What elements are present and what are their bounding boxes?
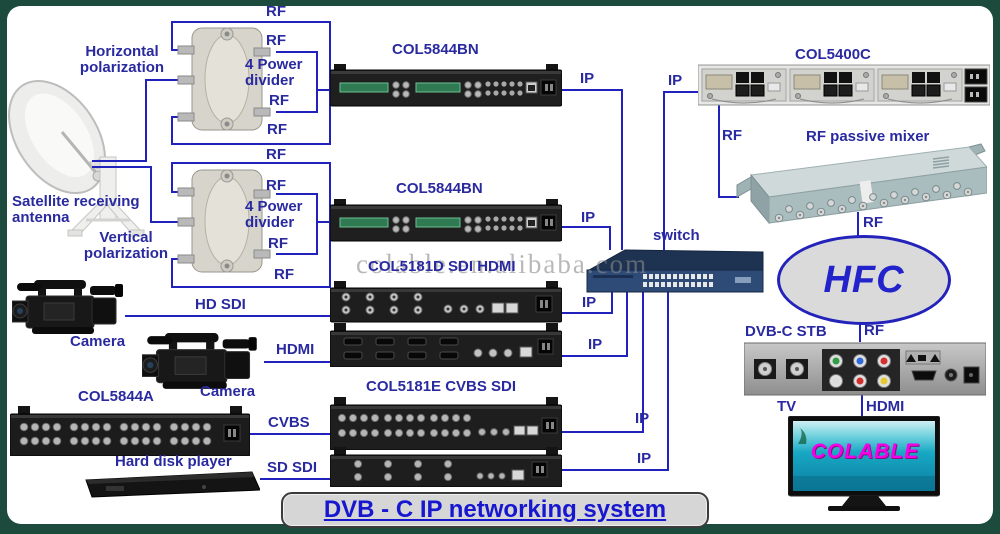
- title-banner: DVB - C IP networking system: [281, 492, 709, 528]
- rf-label-col5400c: RF: [722, 127, 742, 144]
- wire-dish-divider2: [92, 166, 182, 223]
- rf-label-mixer-hfc: RF: [863, 214, 883, 231]
- wire-dish-divider1: [92, 79, 182, 162]
- wire-ip5: [562, 290, 644, 433]
- camera-1-label: Camera: [70, 333, 126, 350]
- col5181d-label: COL5181D SDI HDMI: [368, 258, 516, 275]
- device-hdmi-encoder: [330, 323, 562, 367]
- ip-label-2: IP: [581, 209, 596, 226]
- hfc-label: HFC: [823, 258, 905, 301]
- wire-divider1-right: [276, 51, 318, 113]
- device-col5844bn-2: [330, 199, 562, 242]
- rf-label-4: RF: [267, 121, 287, 138]
- tv-device: [788, 416, 940, 511]
- satellite-dish: [8, 79, 145, 237]
- rf-label-1: RF: [266, 3, 286, 20]
- col5400c-label: COL5400C: [795, 46, 871, 63]
- hd-sdi-label: HD SDI: [195, 296, 246, 313]
- device-rf-passive-mixer: [736, 143, 987, 225]
- rf-label-5: RF: [266, 146, 286, 163]
- camera-2: [142, 333, 257, 389]
- wire-ip-col5400c: [663, 91, 700, 250]
- dvbc-stb-label: DVB-C STB: [745, 323, 827, 340]
- device-col5181e: [330, 397, 562, 450]
- device-col5844a: [10, 406, 250, 456]
- wire-ip2: [562, 226, 611, 250]
- power-divider-1: [177, 27, 271, 131]
- rf-label-8: RF: [274, 266, 294, 283]
- rf-label-6: RF: [266, 177, 286, 194]
- col5844bn-2-label: COL5844BN: [396, 180, 483, 197]
- wire-ip1: [562, 89, 623, 250]
- camera-1: [12, 280, 123, 334]
- power-divider-2: [177, 169, 271, 273]
- hdmi-camera-label: HDMI: [276, 341, 315, 358]
- wire-ip6: [562, 290, 669, 471]
- vertical-polarization-label: Vertical polarization: [83, 229, 169, 262]
- ip-label-5: IP: [635, 410, 650, 427]
- rf-label-7: RF: [268, 235, 288, 252]
- ip-label-4: IP: [588, 336, 603, 353]
- cvbs-label: CVBS: [268, 414, 310, 431]
- wire-rf-col5400c-mixer: [718, 105, 739, 198]
- satellite-antenna-label: Satellite receiving antenna: [12, 193, 140, 226]
- col5181e-label: COL5181E CVBS SDI: [366, 378, 517, 395]
- device-col5844bn-1: [330, 64, 562, 107]
- device-col5400c: [698, 64, 990, 106]
- tv-label: TV: [777, 398, 797, 415]
- hard-disk-player-label: Hard disk player: [115, 453, 232, 470]
- rf-label-3: RF: [269, 92, 289, 109]
- hfc-node: HFC: [777, 235, 951, 325]
- device-dvbc-stb: [744, 342, 986, 396]
- col5844a-label: COL5844A: [78, 388, 154, 405]
- wire-ip4: [562, 290, 628, 357]
- wire-ip3: [562, 290, 613, 314]
- power-divider-2-label: 4 Power divider: [245, 198, 303, 231]
- sd-sdi-label: SD SDI: [267, 459, 318, 476]
- rf-label-2: RF: [266, 32, 286, 49]
- network-switch-device: [586, 249, 764, 293]
- rf-label-hfc-stb: RF: [864, 322, 884, 339]
- camera-2-label: Camera: [200, 383, 256, 400]
- watermark: colable.en.alibaba.com: [356, 249, 649, 279]
- tv-screen-text: COLABLE: [810, 440, 920, 463]
- ip-label-1: IP: [580, 70, 595, 87]
- ip-label-6: IP: [637, 450, 652, 467]
- ip-label-3: IP: [582, 294, 597, 311]
- hard-disk-player-device: [85, 471, 260, 498]
- horizontal-polarization-label: Horizontal polarization: [79, 43, 165, 76]
- diagram-title: DVB - C IP networking system: [323, 496, 667, 523]
- wire-divider2-right: [276, 193, 318, 255]
- rf-passive-mixer-label: RF passive mixer: [806, 128, 930, 145]
- switch-label: switch: [653, 227, 700, 244]
- ip-label-col5400c: IP: [668, 72, 683, 89]
- device-sd-sdi-encoder: [330, 447, 562, 487]
- power-divider-1-label: 4 Power divider: [245, 56, 303, 89]
- hdmi-stb-label: HDMI: [866, 398, 905, 415]
- device-col5181d: [330, 281, 562, 323]
- col5844bn-1-label: COL5844BN: [392, 41, 479, 58]
